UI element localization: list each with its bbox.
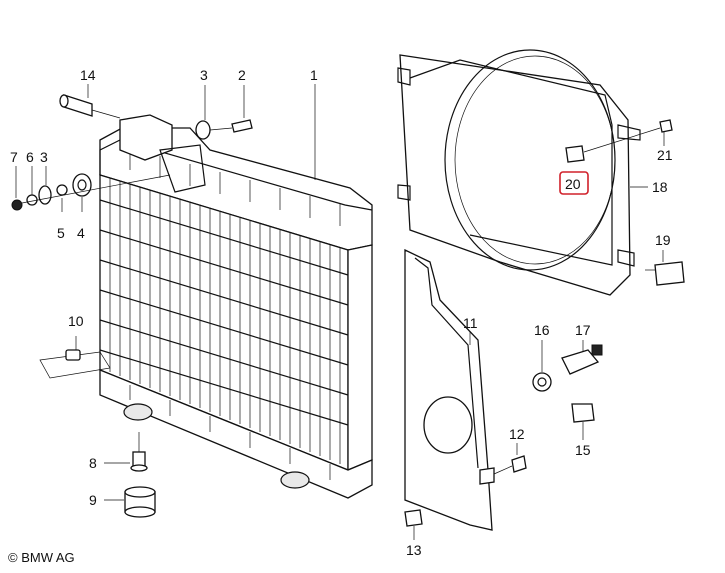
part-label-3-top[interactable]: 3	[200, 67, 208, 83]
part-10-screw	[39, 349, 111, 379]
part-label-11[interactable]: 11	[463, 315, 478, 331]
part-label-1[interactable]: 1	[310, 67, 318, 83]
part-label-2[interactable]: 2	[238, 67, 246, 83]
part-label-8[interactable]: 8	[89, 455, 97, 471]
part-label-10[interactable]: 10	[68, 313, 84, 329]
part-label-15[interactable]: 15	[575, 442, 591, 458]
part-label-5[interactable]: 5	[57, 225, 65, 241]
radiator-drawing	[99, 114, 373, 499]
part-label-18[interactable]: 18	[652, 179, 668, 195]
bracket-drawing	[404, 248, 495, 531]
part-label-21[interactable]: 21	[657, 147, 673, 163]
part-label-7[interactable]: 7	[10, 149, 18, 165]
part-label-16[interactable]: 16	[534, 322, 550, 338]
part-label-13[interactable]: 13	[406, 542, 422, 558]
part-label-6[interactable]: 6	[26, 149, 34, 165]
part-8-9-mount	[124, 432, 156, 518]
part-label-17[interactable]: 17	[575, 322, 591, 338]
part-14-hose	[59, 94, 121, 119]
part-left-hardware	[11, 173, 171, 211]
part-label-4[interactable]: 4	[77, 225, 85, 241]
part-label-19[interactable]: 19	[655, 232, 671, 248]
leader-lines	[15, 84, 665, 540]
part-20-highlight	[559, 171, 589, 195]
part-label-9[interactable]: 9	[89, 492, 97, 508]
fan-shroud-drawing	[397, 49, 641, 296]
part-19-20-21-hardware	[565, 119, 685, 286]
part-label-12[interactable]: 12	[509, 426, 525, 442]
part-label-20[interactable]: 20	[565, 176, 581, 192]
part-2-3-hardware	[195, 119, 253, 140]
part-12-15-16-17-hardware	[493, 344, 603, 475]
copyright-text: © BMW AG	[8, 550, 75, 565]
part-label-3-left[interactable]: 3	[40, 149, 48, 165]
part-label-14[interactable]: 14	[80, 67, 96, 83]
part-labels: 1 2 3 3 4 5 6 7 8 9 10 11 12 13 14 15 16…	[10, 67, 673, 558]
